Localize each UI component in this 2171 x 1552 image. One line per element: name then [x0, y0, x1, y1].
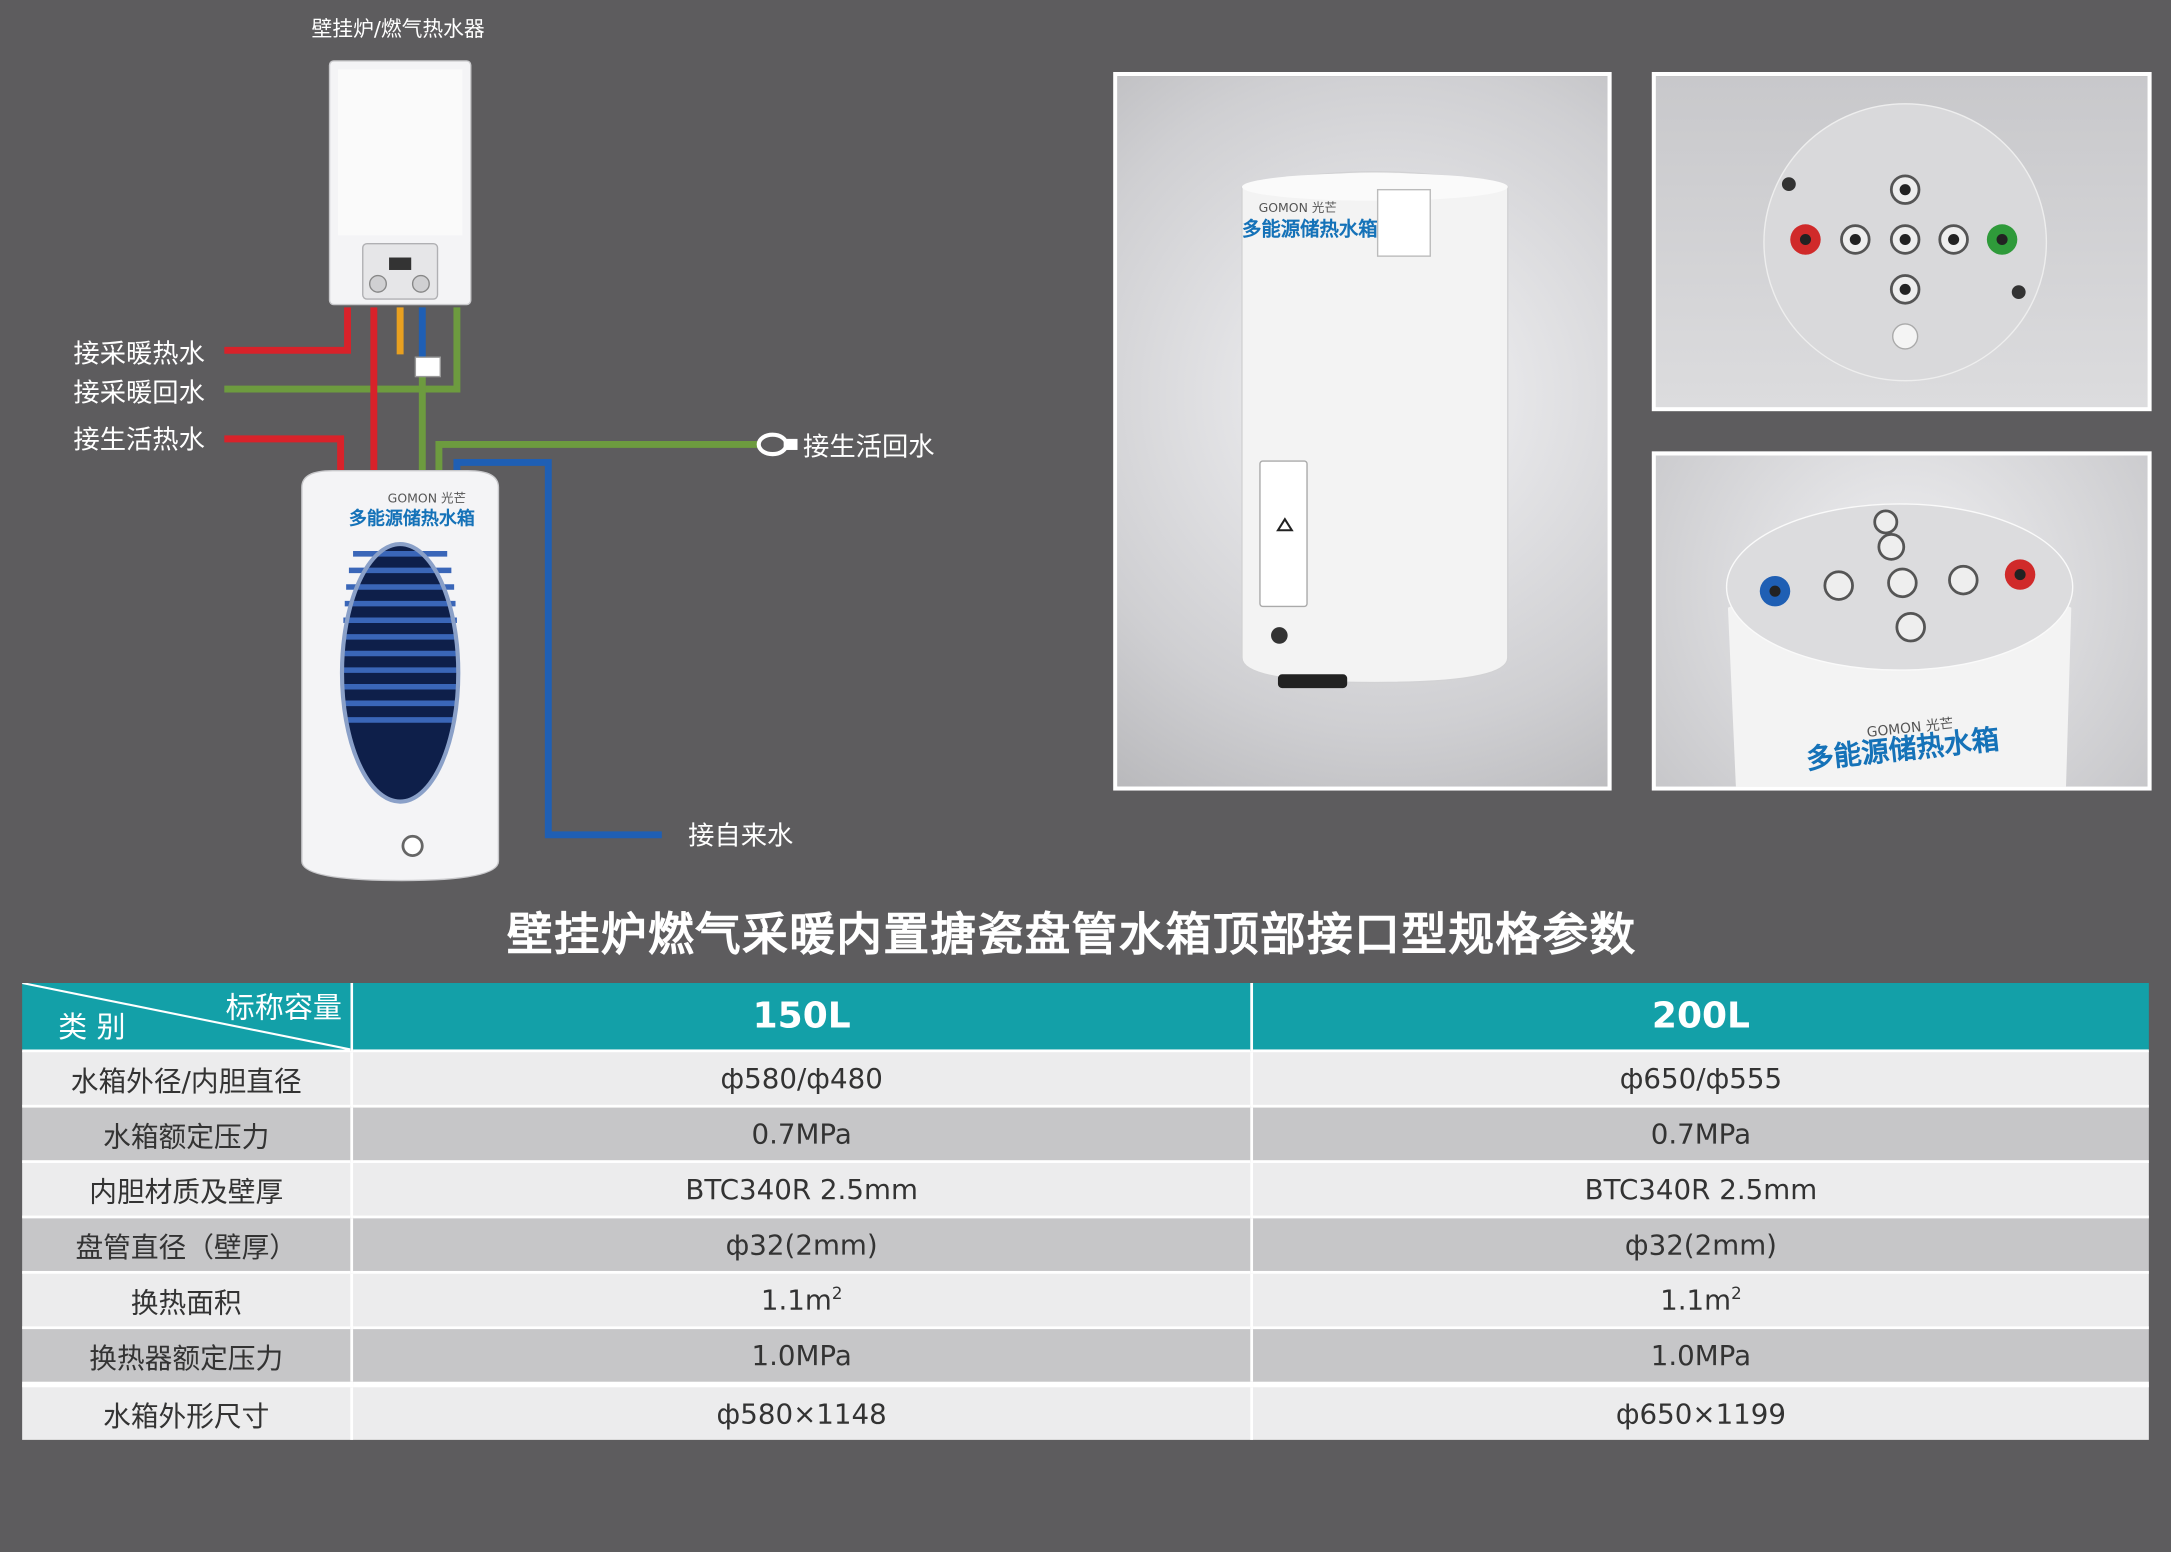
label-tap-water: 接自来水 — [688, 821, 794, 852]
tap-water-pipe — [453, 458, 662, 839]
hot-water-pipe — [224, 435, 345, 471]
photo-product-name: 多能源储热水箱 — [1241, 218, 1378, 241]
table-row: 水箱额定压力 0.7MPa 0.7MPa — [22, 1104, 2149, 1162]
storage-tank — [301, 470, 500, 882]
heating-supply-pipe — [224, 307, 351, 354]
table-cell: 1.0MPa — [350, 1326, 1252, 1385]
table-cell: ф32(2mm) — [1250, 1215, 2149, 1273]
boiler-label: 壁挂炉/燃气热水器 — [311, 16, 485, 42]
table-cell: ф650×1199 — [1250, 1381, 2149, 1440]
table-header-row: 标称容量 类 别 150L 200L — [22, 982, 2149, 1051]
table-cell: 0.7MPa — [350, 1104, 1252, 1162]
label-hot-water: 接生活热水 — [73, 425, 205, 456]
header-capacity-label: 标称容量 — [225, 991, 342, 1025]
table-cell: ф650/ф555 — [1250, 1049, 2149, 1107]
table-cell: 1.0MPa — [1250, 1326, 2149, 1385]
row-label: 水箱额定压力 — [22, 1104, 352, 1162]
row-label: 换热面积 — [22, 1270, 352, 1328]
row-label: 水箱外形尺寸 — [22, 1381, 352, 1440]
table-row: 换热面积 1.1m2 1.1m2 — [22, 1270, 2149, 1328]
table-cell: ф580/ф480 — [350, 1049, 1252, 1107]
boiler-unit — [328, 60, 472, 306]
row-label: 内胆材质及壁厚 — [22, 1160, 352, 1217]
cell-value: 1.1m — [760, 1283, 832, 1317]
row-label: 换热器额定压力 — [22, 1326, 352, 1385]
tank-name: 多能源储热水箱 — [348, 509, 475, 531]
table-row: 换热器额定压力 1.0MPa 1.0MPa — [22, 1326, 2149, 1385]
tank-photo-front: GOMON 光芒 多能源储热水箱 — [1113, 71, 1612, 791]
tank-photo-top-angle: GOMON 光芒 多能源储热水箱 — [1651, 451, 2152, 791]
column-header: 200L — [1250, 982, 2149, 1051]
table-cell: 1.1m2 — [350, 1270, 1252, 1328]
table-cell: 0.7MPa — [1250, 1104, 2149, 1162]
spec-table: 标称容量 类 别 150L 200L 水箱外径/内胆直径 ф580/ф480 ф… — [22, 982, 2149, 1440]
row-label: 水箱外径/内胆直径 — [22, 1049, 352, 1107]
table-row: 盘管直径（壁厚） ф32(2mm) ф32(2mm) — [22, 1215, 2149, 1273]
hot-water-return-pipe — [435, 440, 765, 471]
unit-superscript: 2 — [1731, 1283, 1742, 1304]
table-cell: ф580×1148 — [350, 1381, 1252, 1440]
label-heating-return: 接采暖回水 — [73, 377, 205, 409]
pipe-diagram — [224, 60, 798, 882]
tank-photo-top — [1651, 71, 2152, 412]
table-cell: 1.1m2 — [1250, 1270, 2149, 1328]
installation-diagram: 壁挂炉/燃气热水器 — [0, 0, 969, 893]
heating-return-pipe — [224, 307, 461, 393]
table-cell: BTC340R 2.5mm — [350, 1160, 1252, 1217]
unit-superscript: 2 — [831, 1283, 843, 1304]
table-cell: BTC340R 2.5mm — [1250, 1160, 2149, 1217]
label-heating-supply: 接采暖热水 — [73, 339, 205, 370]
header-category-label: 类 别 — [58, 1010, 126, 1044]
table-corner-cell: 标称容量 类 别 — [22, 982, 352, 1051]
column-header: 150L — [350, 982, 1252, 1051]
photo-brand: GOMON 光芒 — [1258, 202, 1337, 216]
row-label: 盘管直径（壁厚） — [22, 1215, 352, 1273]
table-cell: ф32(2mm) — [350, 1215, 1252, 1273]
cell-value: 1.1m — [1660, 1283, 1732, 1317]
table-row: 内胆材质及壁厚 BTC340R 2.5mm BTC340R 2.5mm — [22, 1160, 2149, 1217]
table-row: 水箱外形尺寸 ф580×1148 ф650×1199 — [22, 1381, 2149, 1440]
table-row: 水箱外径/内胆直径 ф580/ф480 ф650/ф555 — [22, 1049, 2149, 1107]
label-hot-water-return: 接生活回水 — [803, 431, 935, 463]
page-title: 壁挂炉燃气采暖内置搪瓷盘管水箱顶部接口型规格参数 — [506, 906, 1637, 961]
tank-brand: GOMON 光芒 — [387, 492, 466, 507]
